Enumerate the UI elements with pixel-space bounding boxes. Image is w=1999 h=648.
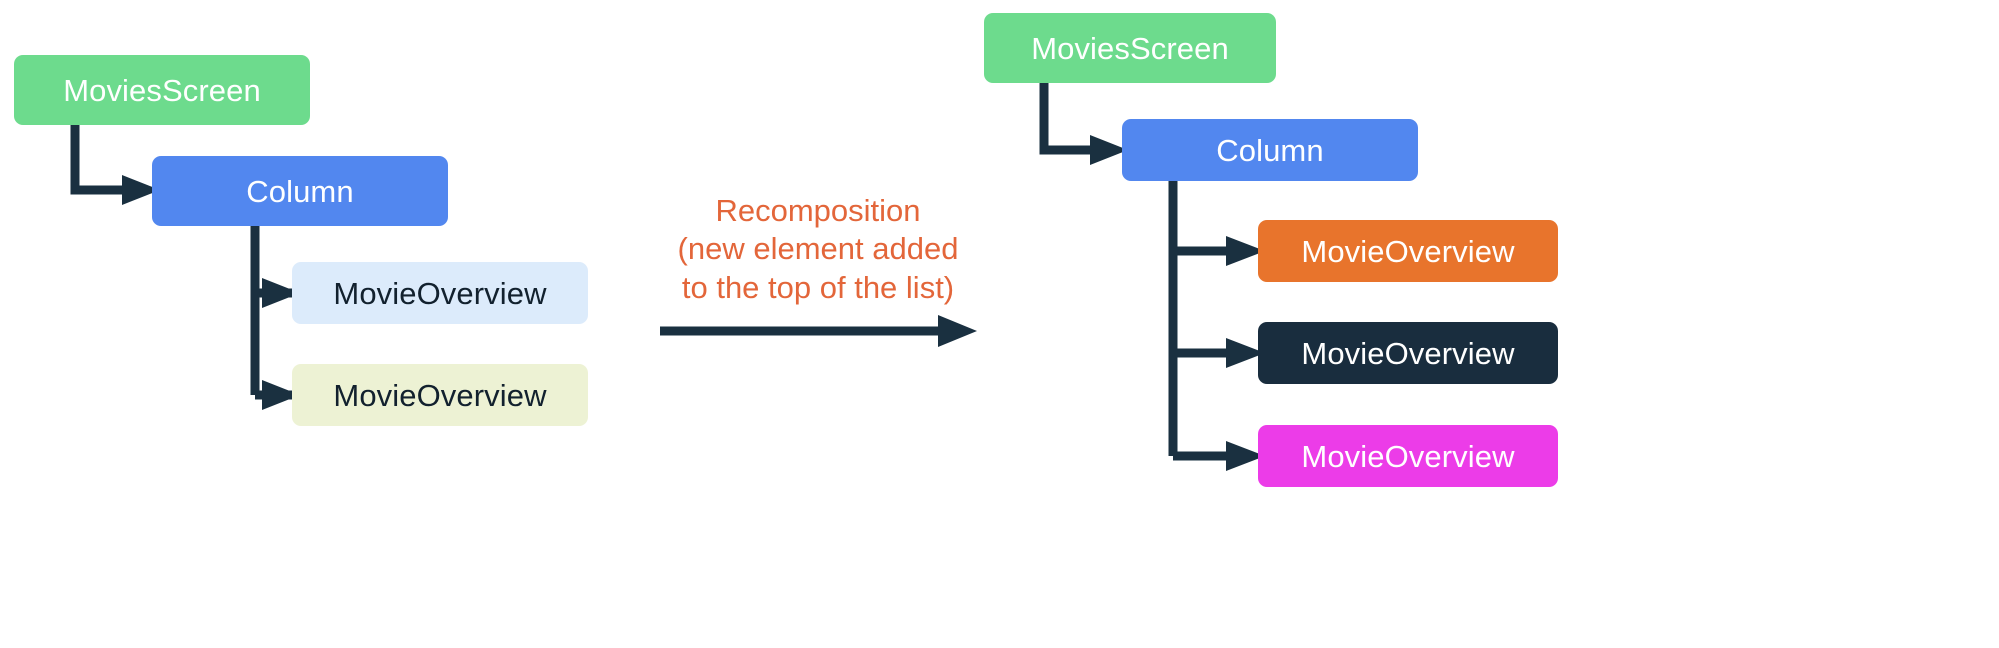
right-node-movie-overview-3-label: MovieOverview xyxy=(1301,438,1515,474)
right-node-movie-overview-2[interactable]: MovieOverview xyxy=(1258,322,1558,384)
left-node-movies-screen-label: MoviesScreen xyxy=(63,72,261,108)
right-node-column[interactable]: Column xyxy=(1122,119,1418,181)
left-node-column-label: Column xyxy=(246,173,354,209)
right-node-movie-overview-2-label: MovieOverview xyxy=(1301,335,1515,371)
right-node-movie-overview-1[interactable]: MovieOverview xyxy=(1258,220,1558,282)
left-node-movies-screen[interactable]: MoviesScreen xyxy=(14,55,310,125)
left-node-column[interactable]: Column xyxy=(152,156,448,226)
left-node-movie-overview-2-label: MovieOverview xyxy=(333,377,547,413)
right-node-movie-overview-1-label: MovieOverview xyxy=(1301,233,1515,269)
left-connector-screen-to-column xyxy=(70,125,160,205)
recomposition-caption: Recomposition (new element added to the … xyxy=(677,193,959,305)
right-connector-screen-to-column xyxy=(1039,83,1128,165)
left-node-movie-overview-1-label: MovieOverview xyxy=(333,275,547,311)
recomposition-arrow xyxy=(660,315,977,347)
left-node-movie-overview-1[interactable]: MovieOverview xyxy=(292,262,588,324)
left-node-movie-overview-2[interactable]: MovieOverview xyxy=(292,364,588,426)
right-node-movies-screen-label: MoviesScreen xyxy=(1031,30,1229,66)
right-connector-column-trunk xyxy=(1168,181,1265,471)
right-node-movies-screen[interactable]: MoviesScreen xyxy=(984,13,1276,83)
right-node-movie-overview-3[interactable]: MovieOverview xyxy=(1258,425,1558,487)
right-node-column-label: Column xyxy=(1216,132,1324,168)
